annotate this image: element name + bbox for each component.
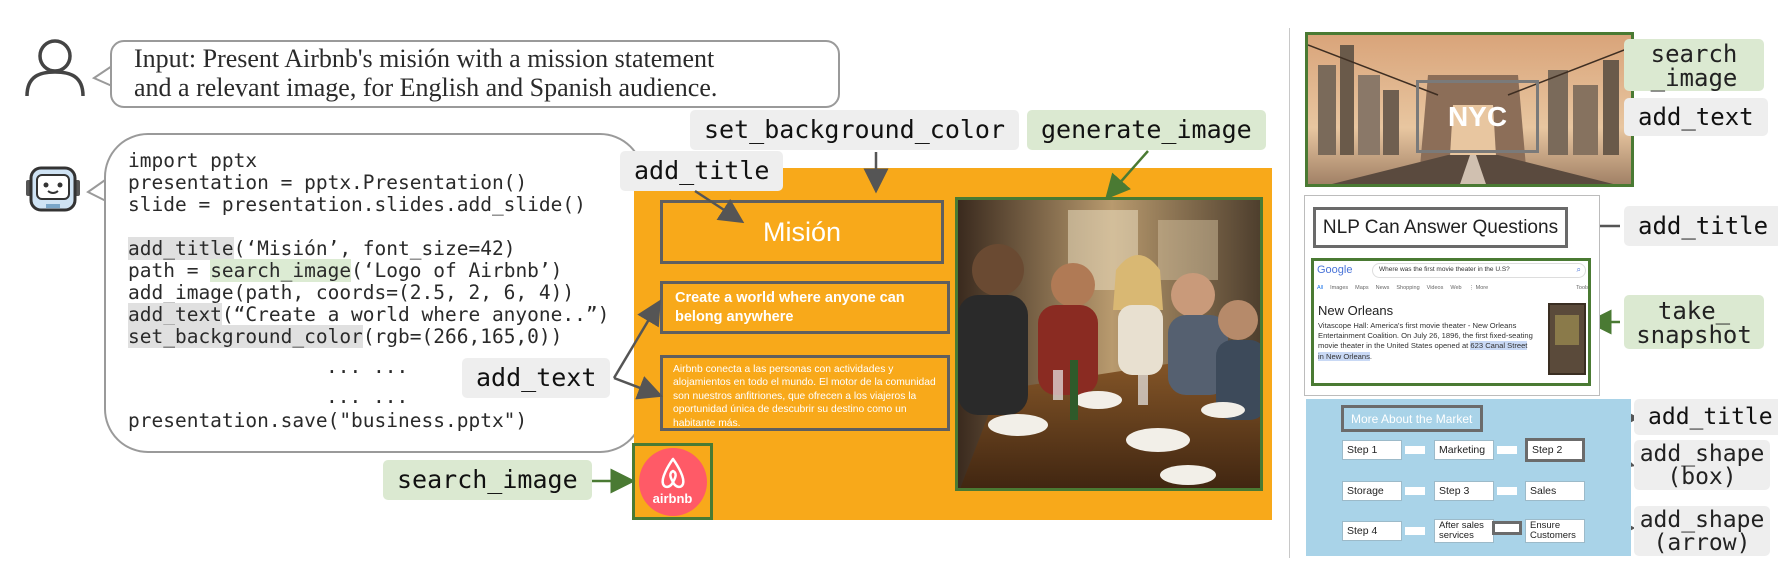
arrow-add-text-1 [612,299,661,379]
code-line: presentation.save("business.pptx") [128,409,528,432]
google-tab[interactable]: Images [1330,285,1349,291]
code-fn-set-background-color: set_background_color [128,325,363,348]
label-take-snapshot: take_ snapshot [1624,295,1764,349]
code-line: import pptx [128,149,258,172]
nyc-bridge-image [1305,32,1634,187]
google-snapshot: Google Where was the first movie theater… [1311,258,1591,386]
step-arrow-shape [1497,487,1517,495]
code-line: slide = presentation.slides.add_slide() [128,193,586,216]
label-add-text: add_text [462,358,611,398]
market-slide-title: More About the Market [1341,405,1483,432]
code-line: presentation = pptx.Presentation() [128,171,528,194]
step-arrow-shape [1405,487,1425,495]
google-search-input[interactable]: Where was the first movie theater in the… [1372,263,1586,278]
slide-mission-english: Create a world where anyone can belong a… [660,281,950,334]
google-query: Where was the first movie theater in the… [1379,266,1510,273]
code-ellipsis: ... ... [326,355,409,378]
label-search-image: search_image [383,460,592,500]
step-arrow-shape [1405,446,1425,454]
google-tab[interactable]: ⋮ More [1468,285,1489,291]
google-tab[interactable]: News [1375,285,1390,291]
step-box: Ensure Customers [1525,519,1585,543]
label-add-shape-box: add_shape (box) [1634,440,1770,490]
historic-marker-image [1548,303,1586,375]
code-ellipsis: ... ... [326,385,409,408]
step-arrow-shape [1497,446,1517,454]
nyc-overlay-text: NYC [1416,80,1539,153]
robot-icon [24,164,82,214]
step-box: Storage [1342,481,1402,501]
step-box: Step 1 [1342,440,1402,460]
code-line: path = search_image(‘Logo of Airbnb’) [128,259,563,282]
code-line: set_background_color(rgb=(266,165,0)) [128,325,563,348]
code-fn-add-title: add_title [128,237,234,260]
step-box: After sales services [1434,519,1494,543]
prompt-bubble-tail [92,65,113,87]
label-add-shape-arrow: add_shape (arrow) [1634,506,1770,556]
prompt-bubble [110,40,840,108]
dinner-photo-image [955,197,1263,491]
slide-title: Misión [660,200,944,264]
prompt-line-1: Input: Present Airbnb's misión with a mi… [134,44,715,73]
highlighted-arrow-shape [1492,521,1522,535]
panel-divider [1289,28,1290,558]
code-bubble-tail [86,177,109,203]
code-bubble [104,133,644,453]
step-box: Sales [1525,481,1585,501]
airbnb-logo-icon: airbnb [638,447,707,516]
label-generate-image: generate_image [1027,110,1266,150]
step-box: Step 4 [1342,521,1402,541]
google-tab[interactable]: Maps [1355,285,1369,291]
step-box-highlighted: Step 2 [1525,438,1585,462]
prompt-text: Input: Present Airbnb's misión with a mi… [134,44,834,102]
search-icon[interactable]: ⌕ [1576,265,1581,274]
step-box: Marketing [1434,440,1494,460]
user-icon [22,36,88,98]
arrow-add-title [694,189,745,224]
google-logo: Google [1317,264,1353,276]
prompt-line-2: and a relevant image, for English and Sp… [134,73,718,102]
step-box: Step 3 [1434,481,1494,501]
code-line: add_image(path, coords=(2.5, 2, 6, 4)) [128,281,575,304]
label-nlp-add-title: add_title [1624,206,1778,246]
label-nyc-search-image: search _image [1624,39,1764,91]
code-line: add_title(‘Misión’, font_size=42) [128,237,516,260]
nlp-slide-title: NLP Can Answer Questions [1313,207,1568,248]
google-tab[interactable]: Videos [1426,285,1444,291]
label-nyc-add-text: add_text [1624,98,1768,136]
google-tab[interactable]: Shopping [1396,285,1420,291]
google-tab[interactable]: Web [1450,285,1462,291]
code-fn-search-image: search_image [210,259,352,282]
google-tabs: All Images Maps News Shopping Videos Web… [1317,285,1589,291]
arrow-generate-image [1105,150,1149,200]
google-answer-body: Vitascope Hall: America's first movie th… [1318,321,1533,361]
google-answer-title: New Orleans [1318,303,1394,318]
label-set-background-color: set_background_color [690,110,1020,150]
label-market-add-title: add_title [1634,399,1778,435]
label-add-title: add_title [620,151,784,191]
step-arrow-shape [1405,527,1425,535]
code-line: add_text(“Create a world where anyone..”… [128,303,610,326]
airbnb-logo-text: airbnb [652,490,693,506]
airbnb-logo-box: airbnb [632,443,713,520]
arrow-add-text-2 [613,376,664,400]
code-fn-add-text: add_text [128,303,222,326]
google-tab[interactable]: All [1317,285,1324,291]
google-tab[interactable]: Tools [1576,285,1589,291]
